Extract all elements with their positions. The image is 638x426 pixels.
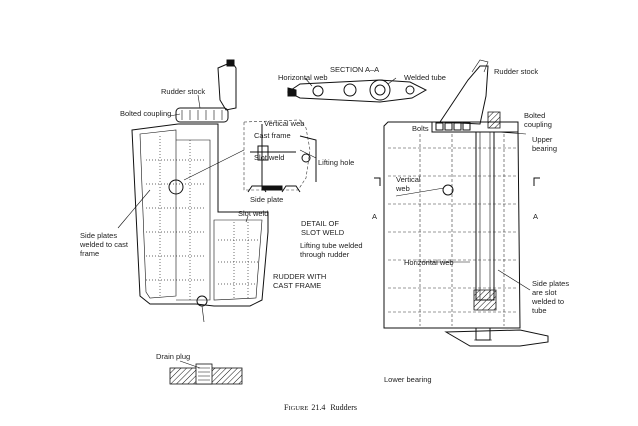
label-slot-weld: Slot weld: [238, 209, 268, 218]
label-drain-plug: Drain plug: [156, 352, 190, 361]
label-section: SECTION A–A: [330, 65, 379, 74]
label-section-a-right: A: [533, 212, 538, 221]
lifting-hole-left: [168, 179, 184, 195]
label-welded-tube: Welded tube: [404, 73, 446, 82]
label-rudder-stock-left: Rudder stock: [161, 87, 205, 96]
label-side-plates-right-1: Side plates: [532, 279, 569, 288]
label-detail-1: DETAIL OF: [301, 219, 339, 228]
rudder-stock-left: [217, 61, 237, 111]
slot-weld-detail: [243, 119, 317, 193]
caption-title: Rudders: [330, 403, 357, 412]
label-vertical-web-detail: Vertical web: [264, 119, 304, 128]
label-rudder-stock-right: Rudder stock: [494, 67, 538, 76]
label-upper-bearing-2: bearing: [532, 144, 557, 153]
label-upper-bearing-1: Upper: [532, 135, 553, 144]
label-bolted-coupling-left: Bolted coupling: [120, 109, 171, 118]
label-lifting-tube-2: through rudder: [300, 250, 350, 259]
label-bolts: Bolts: [412, 124, 429, 133]
label-rudder-cast-1: RUDDER WITH: [273, 272, 326, 281]
drain-plug-detail: [169, 360, 243, 385]
cast-frame-rudder: [117, 59, 269, 323]
label-side-plates-right-3: welded to: [531, 297, 564, 306]
slot-weld-grid-left: [146, 136, 258, 300]
label-lifting-tube-1: Lifting tube welded: [300, 241, 363, 250]
caption-word: IGURE: [288, 405, 308, 412]
label-lifting-hole: Lifting hole: [318, 158, 354, 167]
lower-bearing: [444, 327, 549, 347]
label-lower-bearing: Lower bearing: [384, 375, 432, 384]
label-slot-weld-detail: Slot weld: [254, 153, 284, 162]
rudder-stock-cap: [226, 59, 235, 67]
section-outline: [287, 79, 428, 103]
slot-weld-grid-right: [388, 134, 516, 326]
rudder-outline-left: [131, 123, 269, 307]
caption-number: 21.4: [311, 403, 325, 412]
label-side-plates-right-4: tube: [532, 306, 547, 315]
label-vertical-web-right-1: Vertical: [396, 175, 421, 184]
label-horizontal-web-top: Horizontal web: [278, 73, 328, 82]
label-bolted-right-1: Bolted: [524, 111, 545, 120]
rudder-stock-right: [439, 65, 489, 125]
label-detail-2: SLOT WELD: [301, 228, 345, 237]
welded-tube: [475, 132, 495, 301]
tube-rudder: [374, 59, 549, 347]
label-horizontal-web-right: Horizontal web: [404, 258, 454, 267]
label-side-plates-left-3: frame: [80, 249, 99, 258]
label-side-plate: Side plate: [250, 195, 283, 204]
cast-frame-inner: [139, 129, 177, 299]
bolted-coupling-left: [175, 107, 229, 123]
label-rudder-cast-2: CAST FRAME: [273, 281, 321, 290]
label-side-plates-left-2: welded to cast: [79, 240, 129, 249]
label-side-plates-right-2: are slot: [532, 288, 558, 297]
rudder-outline-right: [383, 121, 521, 329]
section-a-a: [287, 77, 428, 103]
label-cast-frame: Cast frame: [254, 131, 291, 140]
label-bolted-right-2: coupling: [524, 120, 552, 129]
label-vertical-web-right-2: web: [395, 184, 410, 193]
caption-prefix: F: [284, 403, 289, 412]
label-side-plates-left-1: Side plates: [80, 231, 117, 240]
label-section-a-left: A: [372, 212, 377, 221]
